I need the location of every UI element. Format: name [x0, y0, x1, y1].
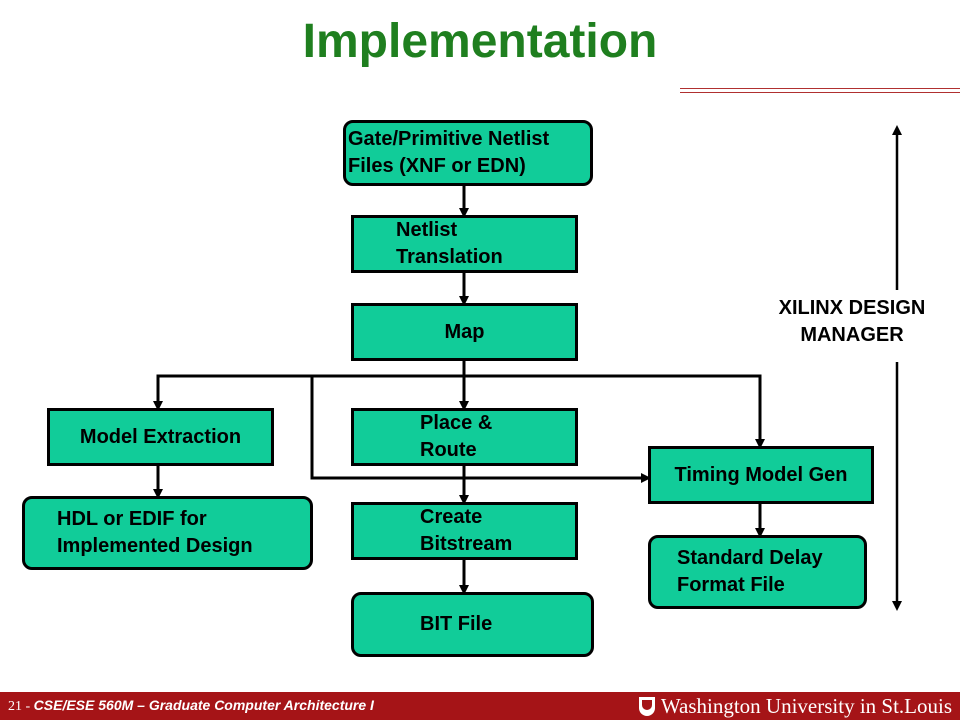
node-netlist-files: Gate/Primitive Netlist Files (XNF or EDN…	[343, 120, 593, 186]
node-netlist-translation: Netlist Translation	[351, 215, 578, 273]
node-timing-model-gen: Timing Model Gen	[648, 446, 874, 504]
node-sdf-file: Standard Delay Format File	[648, 535, 867, 609]
line-map-branch-left	[310, 374, 651, 483]
title-rule-bottom	[680, 92, 960, 93]
footer-text: 21 - CSE/ESE 560M – Graduate Computer Ar…	[8, 697, 374, 715]
node-model-extraction: Model Extraction	[47, 408, 274, 466]
node-bit-file: BIT File	[351, 592, 594, 657]
connector-lines	[153, 125, 902, 611]
university-logo: Washington University in St.Louis	[638, 694, 952, 719]
node-place-route: Place & Route	[351, 408, 578, 466]
node-hdl-edif: HDL or EDIF for Implemented Design	[22, 496, 313, 570]
node-create-bitstream: Create Bitstream	[351, 502, 578, 560]
footer-bar: 21 - CSE/ESE 560M – Graduate Computer Ar…	[0, 692, 960, 720]
xilinx-design-manager-label: XILINX DESIGN MANAGER	[778, 297, 926, 346]
line-map-branch-right	[464, 374, 765, 449]
slide-title: Implementation	[302, 15, 658, 68]
page-number: 21 -	[8, 699, 34, 714]
node-map: Map	[351, 303, 578, 361]
shield-icon	[638, 697, 655, 716]
university-name: Washington University in St.Louis	[660, 694, 952, 718]
arrow-to-model-extraction	[153, 374, 312, 411]
title-rule-top	[680, 88, 960, 89]
course-title: CSE/ESE 560M – Graduate Computer Archite…	[33, 697, 374, 713]
